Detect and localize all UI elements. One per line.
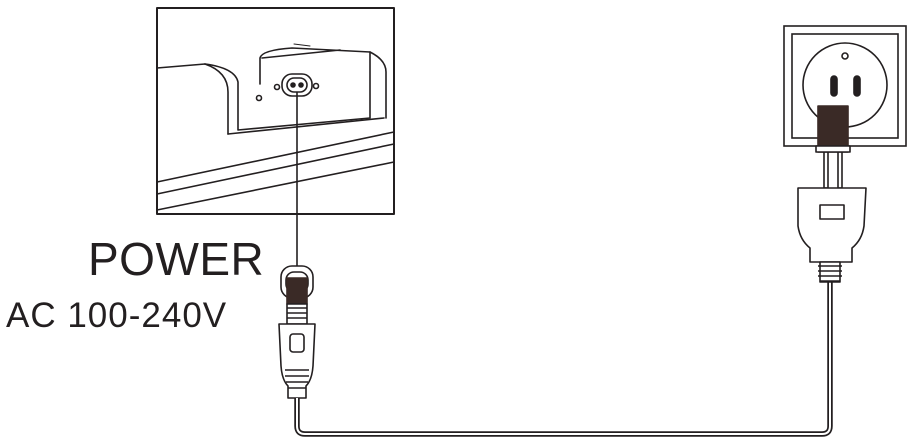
- power-cable: [294, 282, 833, 437]
- inset-frame: [156, 7, 395, 215]
- device-body: [156, 47, 371, 131]
- figure8-connector: [278, 265, 316, 399]
- wall-plug-body: [797, 187, 867, 263]
- device-inset: [156, 7, 395, 215]
- power-label: POWER: [88, 233, 265, 285]
- voltage-label: AC 100-240V: [6, 296, 228, 335]
- wall-plug: [797, 105, 867, 283]
- connector-body: [278, 323, 316, 399]
